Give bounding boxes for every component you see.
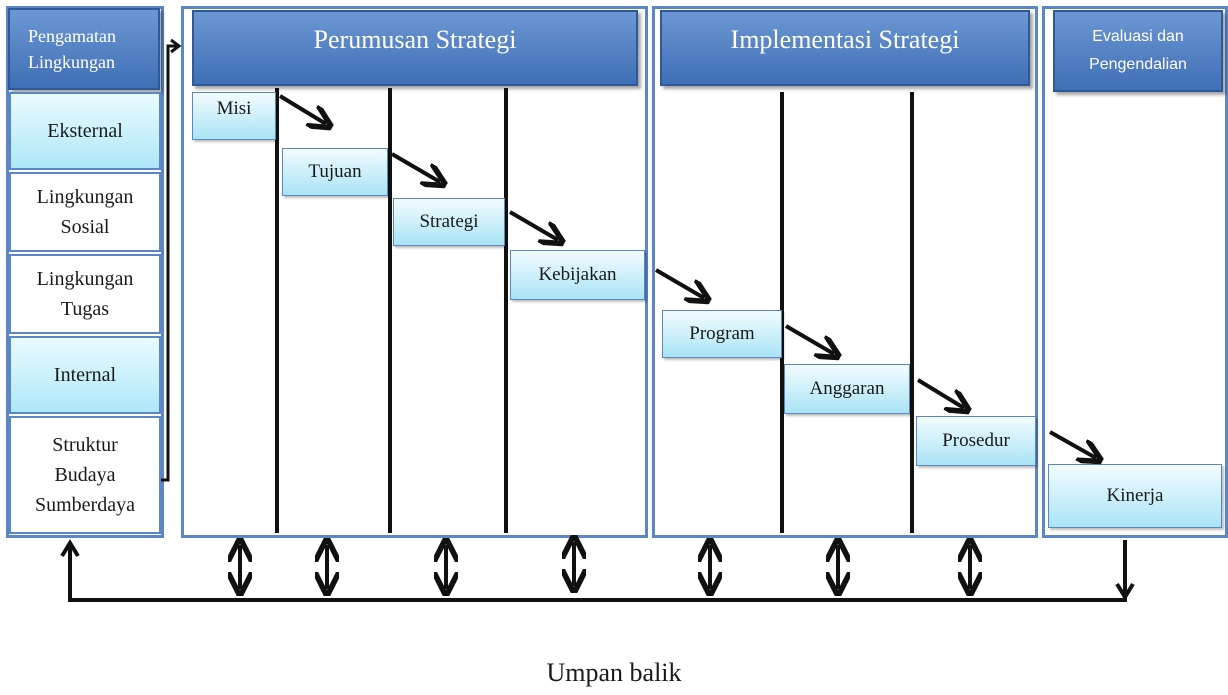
env-item-internal: Internal (9, 336, 161, 414)
step-strategi: Strategi (393, 198, 505, 246)
arrow-tujuan-strategi (390, 152, 440, 182)
column-divider (504, 88, 508, 533)
environment-header: Pengamatan Lingkungan (8, 8, 160, 90)
arrow-prosedur-kinerja (1049, 430, 1096, 458)
env-item-lingkungan-tugas: Lingkungan Tugas (9, 254, 161, 334)
step-tujuan: Tujuan (282, 148, 388, 196)
evaluation-panel (1042, 6, 1228, 538)
column-divider (388, 88, 392, 533)
step-misi: Misi (192, 92, 276, 140)
env-item-eksternal: Eksternal (9, 92, 161, 170)
arrow-kebijakan-program (654, 268, 704, 298)
step-prosedur: Prosedur (916, 416, 1036, 466)
implementation-header: Implementasi Strategi (660, 10, 1030, 86)
step-kinerja: Kinerja (1048, 464, 1222, 528)
env-item-lingkungan-sosial: Lingkungan Sosial (9, 172, 161, 252)
evaluation-header: Evaluasi dan Pengendalian (1053, 10, 1223, 92)
arrow-program-anggaran (784, 324, 834, 354)
step-anggaran: Anggaran (784, 364, 910, 414)
arrow-strategi-kebijakan (508, 210, 558, 240)
formulation-header: Perumusan Strategi (192, 10, 638, 86)
feedback-label: Umpan balik (546, 658, 682, 687)
arrow-misi-tujuan (278, 94, 326, 124)
column-divider (910, 92, 914, 533)
arrow-anggaran-prosedur (916, 378, 964, 408)
environment-connector-arrow (161, 44, 178, 482)
column-divider (275, 88, 279, 533)
feedback-line (68, 540, 1127, 602)
step-kebijakan: Kebijakan (510, 250, 645, 300)
env-item-struktur: Struktur Budaya Sumberdaya (9, 416, 161, 534)
step-program: Program (662, 310, 782, 358)
column-divider (780, 92, 784, 533)
